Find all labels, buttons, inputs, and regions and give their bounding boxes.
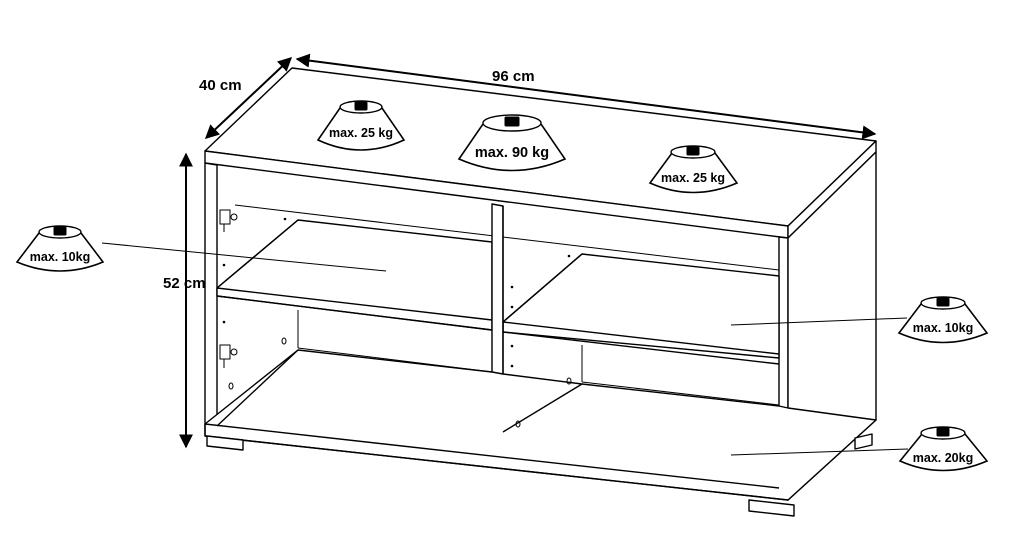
foot-back [854,433,873,450]
height-label: 52 cm [163,275,206,292]
weight-top-center: max. 90 kg [457,114,567,172]
weight-top-right: max. 25 kg [648,145,739,194]
load-top-right: max. 25 kg [661,171,725,185]
bottom-board [204,349,877,501]
dimension-height: 52 cm [163,152,206,449]
hinge-upper [219,209,238,232]
depth-label: 40 cm [199,77,242,94]
leader-right-shelf [730,317,908,326]
load-left-shelf: max. 10kg [30,250,90,264]
dowel-holes [222,217,572,428]
foot-right [748,499,795,517]
weight-left-shelf: max. 10kg [15,225,105,272]
load-bottom-shelf: max. 20kg [913,451,973,465]
hinge-lower [219,344,238,368]
load-right-shelf: max. 10kg [913,321,973,335]
leader-left-shelf [101,242,387,272]
left-side-panel [204,162,218,427]
width-label: 96 cm [492,68,535,85]
dimension-depth: 40 cm [199,57,293,139]
weight-top-left: max. 25 kg [316,100,406,151]
weight-right-shelf: max. 10kg [897,296,989,344]
dimension-width: 96 cm [295,53,877,140]
weight-bottom-shelf: max. 20kg [898,426,989,472]
load-top-center: max. 90 kg [475,145,549,161]
leader-bottom-shelf [730,448,909,456]
foot-left [206,435,244,451]
right-shelf [502,253,780,359]
load-top-left: max. 25 kg [329,126,393,140]
back-panel-top [234,204,780,271]
